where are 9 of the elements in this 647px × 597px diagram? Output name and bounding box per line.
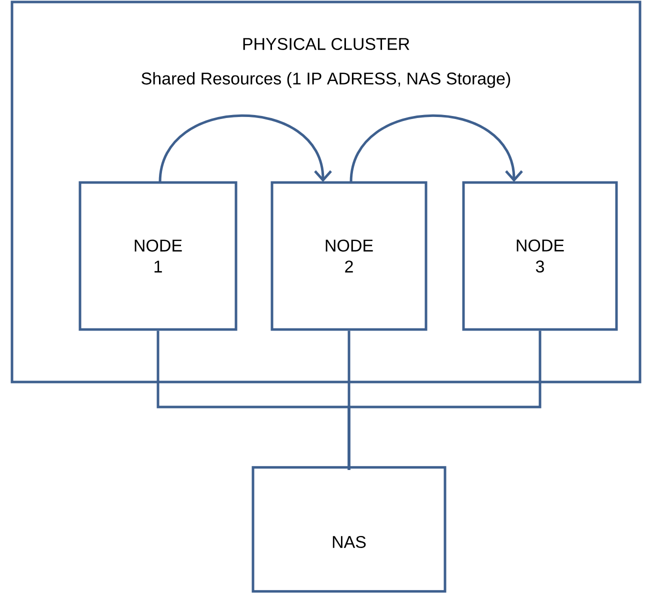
node-box: NODE 2 xyxy=(270,181,428,331)
connector-line xyxy=(348,330,542,470)
curved-arrow xyxy=(350,114,523,182)
storage-cylinder: NAS xyxy=(252,466,446,593)
node-box: NODE 1 xyxy=(78,181,238,331)
cluster-title: PHYSICAL CLUSTER xyxy=(243,38,410,50)
curved-arrow xyxy=(158,114,332,182)
node-box: NODE 3 xyxy=(462,181,618,331)
cluster-subtitle: Shared Resources (1 IP ADRESS, NAS Storage) xyxy=(142,72,510,88)
